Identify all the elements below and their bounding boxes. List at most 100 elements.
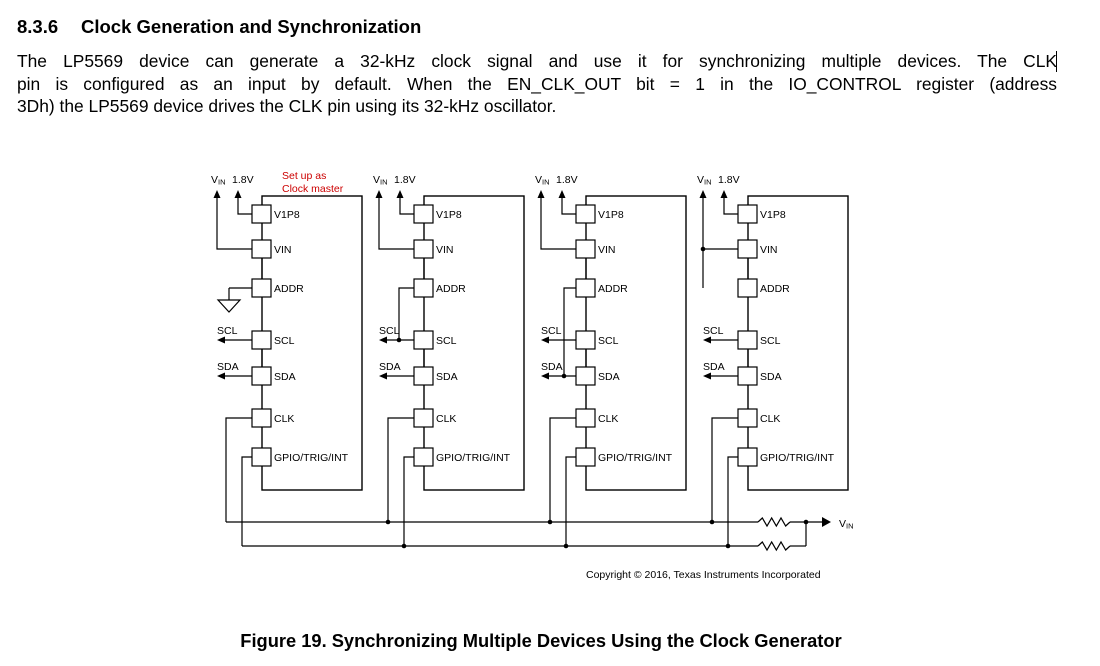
sda-signal-label: SDA <box>379 361 401 373</box>
copyright-notice: Copyright © 2016, Texas Instruments Inco… <box>586 569 821 581</box>
wire <box>387 417 414 522</box>
pin-box <box>413 330 434 350</box>
supply-voltage-label: 1.8V <box>232 174 254 186</box>
wire <box>711 417 738 522</box>
junction-dot <box>803 519 809 525</box>
vin-label-main: V <box>373 174 380 186</box>
sda-signal-label: SDA <box>541 361 563 373</box>
body-paragraph: The LP5569 device can generate a 32-kHz … <box>17 50 1057 118</box>
pullup-resistor <box>757 516 791 528</box>
sda-signal-label: SDA <box>217 361 239 373</box>
wire <box>403 456 414 546</box>
figure-caption-text: Figure 19. Synchronizing Multiple Device… <box>240 630 842 651</box>
pin-box <box>737 204 758 224</box>
arrow-left-icon <box>541 336 549 344</box>
scl-signal-label: SCL <box>379 325 400 337</box>
arrow-left-icon <box>703 372 711 380</box>
arrow-left-icon <box>217 372 225 380</box>
pin-label: CLK <box>436 413 456 425</box>
vin-label: VIN <box>373 174 388 187</box>
wire <box>225 417 252 522</box>
vin-label-main: V <box>839 518 846 530</box>
pin-label: CLK <box>274 413 294 425</box>
pin-box <box>413 204 434 224</box>
vin-label: VIN <box>839 518 854 531</box>
pin-box <box>413 408 434 428</box>
wire <box>565 456 576 546</box>
pin-label: SDA <box>436 371 458 383</box>
pin-box <box>737 447 758 467</box>
paragraph-line: The LP5569 device can generate a 32-kHz … <box>17 51 1057 71</box>
pin-box <box>737 408 758 428</box>
wire <box>563 287 576 376</box>
pin-label: SCL <box>436 335 457 347</box>
arrow-right-icon <box>822 517 831 527</box>
pin-box <box>413 447 434 467</box>
pin-box <box>575 204 596 224</box>
pin-box <box>737 330 758 350</box>
pin-label: GPIO/TRIG/INT <box>760 452 835 464</box>
pin-label: GPIO/TRIG/INT <box>436 452 511 464</box>
wire <box>399 198 414 215</box>
pin-box <box>575 330 596 350</box>
figure-caption: Figure 19. Synchronizing Multiple Device… <box>0 630 1100 652</box>
pin-label: VIN <box>274 244 292 256</box>
supply-voltage-label: 1.8V <box>718 174 740 186</box>
text-cursor <box>1056 51 1057 72</box>
vin-label-main: V <box>535 174 542 186</box>
pin-label: SDA <box>598 371 620 383</box>
pin-label: SDA <box>760 371 782 383</box>
pin-box <box>575 447 596 467</box>
pin-label: ADDR <box>436 283 466 295</box>
pin-box <box>737 278 758 298</box>
pin-box <box>251 330 272 350</box>
pin-label: SCL <box>598 335 619 347</box>
vin-label-main: V <box>697 174 704 186</box>
pin-label: CLK <box>598 413 618 425</box>
wire <box>216 198 252 250</box>
arrow-left-icon <box>379 372 387 380</box>
vin-label-sub: IN <box>846 522 854 531</box>
section-title: Clock Generation and Synchronization <box>81 16 422 37</box>
arrow-up-icon <box>213 190 221 198</box>
arrow-left-icon <box>217 336 225 344</box>
arrow-up-icon <box>720 190 728 198</box>
pin-box <box>251 278 272 298</box>
wire <box>378 198 414 250</box>
pin-label: SCL <box>760 335 781 347</box>
wire <box>702 198 738 250</box>
scl-signal-label: SCL <box>217 325 238 337</box>
arrow-left-icon <box>541 372 549 380</box>
arrow-left-icon <box>379 336 387 344</box>
arrow-up-icon <box>537 190 545 198</box>
pin-box <box>251 204 272 224</box>
pin-label: GPIO/TRIG/INT <box>274 452 349 464</box>
arrow-up-icon <box>699 190 707 198</box>
supply-voltage-label: 1.8V <box>394 174 416 186</box>
wire <box>237 198 252 215</box>
vin-label-sub: IN <box>380 178 388 187</box>
wire <box>723 198 738 215</box>
pin-label: SDA <box>274 371 296 383</box>
vin-label: VIN <box>211 174 226 187</box>
supply-voltage-label: 1.8V <box>556 174 578 186</box>
pin-box <box>737 366 758 386</box>
pin-label: VIN <box>760 244 778 256</box>
arrow-up-icon <box>558 190 566 198</box>
pin-label: V1P8 <box>436 209 462 221</box>
scl-signal-label: SCL <box>703 325 724 337</box>
arrow-up-icon <box>375 190 383 198</box>
vin-label-sub: IN <box>218 178 226 187</box>
wire <box>398 287 414 340</box>
pin-box <box>413 278 434 298</box>
junction-dot <box>561 373 567 379</box>
arrow-up-icon <box>396 190 404 198</box>
pin-box <box>737 239 758 259</box>
master-note: Clock master <box>282 183 344 195</box>
pin-label: ADDR <box>598 283 628 295</box>
wire <box>549 417 576 522</box>
pullup-resistor <box>757 540 791 552</box>
pin-box <box>251 447 272 467</box>
